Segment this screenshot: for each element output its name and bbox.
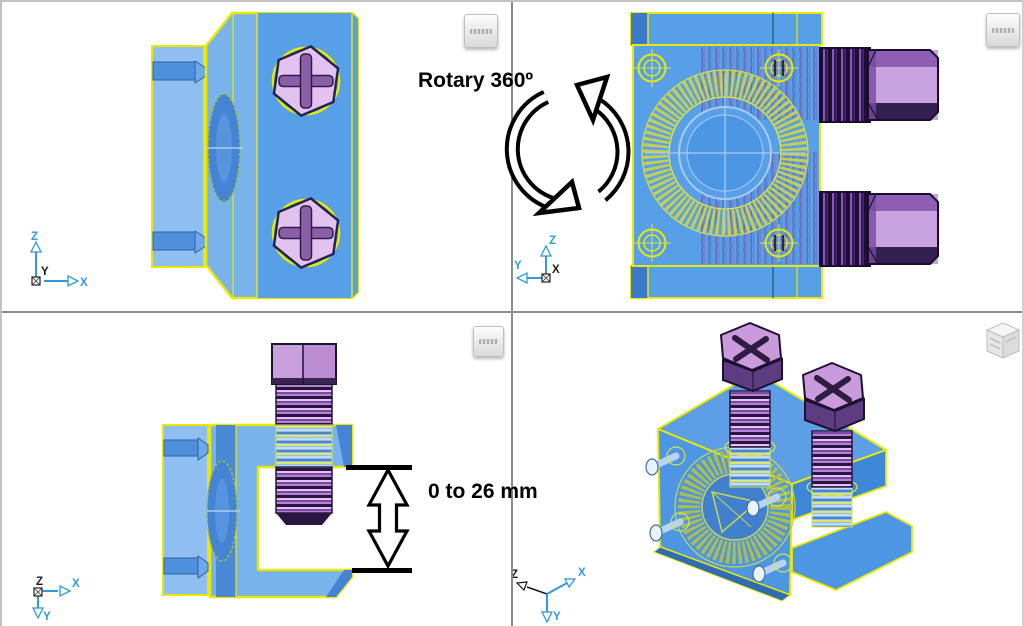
axis-label-z: Z	[513, 569, 518, 581]
clamp-body-rear-view	[630, 12, 939, 299]
canvas-edge-top	[0, 0, 1024, 2]
hex-screw-head-bottom	[271, 197, 341, 269]
axis-label-z: Z	[31, 231, 38, 243]
canvas-edge-right	[1022, 0, 1024, 626]
slab-bolt-channel	[152, 60, 207, 254]
ucs-axis-icon: Z X Y	[513, 567, 586, 624]
corner-pins-iso	[645, 446, 793, 583]
threaded-boss-profile	[206, 93, 243, 203]
hex-screw-iso	[802, 362, 865, 528]
hex-screw-iso	[720, 322, 783, 488]
viewport-top-left-side-view[interactable]: Z X Y	[0, 0, 511, 311]
view-face-button-bottom-left[interactable]	[473, 326, 504, 357]
corner-mount-holes	[633, 49, 798, 262]
axis-label-x: X	[552, 264, 560, 276]
clamp-screw-vertical	[271, 343, 337, 525]
viewcube-iso-button[interactable]	[984, 320, 1022, 364]
ucs-axis-icon: Z X Y	[29, 231, 88, 289]
clamp-body-isometric	[645, 371, 913, 602]
rotation-annotation-label: Rotary 360º	[418, 69, 534, 92]
view-face-button-top-left[interactable]	[464, 14, 498, 48]
rotation-arrows-annotation	[504, 73, 631, 217]
canvas-edge-left	[0, 0, 2, 626]
viewport-bottom-right-isometric-view[interactable]: Z X Y	[513, 313, 1024, 626]
travel-dimension-annotation	[346, 465, 412, 573]
hex-screw-head-top	[271, 45, 341, 117]
view-face-button-text-blur	[470, 28, 492, 34]
axis-label-y: Y	[553, 611, 561, 623]
view-face-button-text-blur	[478, 339, 499, 344]
clamp-body-side-view	[151, 11, 360, 300]
clamp-screw-horizontal	[819, 191, 939, 267]
viewport-top-right-rear-view[interactable]: Z Y X	[513, 0, 1024, 311]
clamp-body-c-section	[162, 423, 354, 599]
travel-annotation-label: 0 to 26 mm	[428, 480, 538, 503]
arrowhead-ccw-icon	[573, 73, 611, 127]
arrowhead-cw-icon	[532, 177, 582, 217]
axis-label-y: Y	[43, 611, 51, 623]
axis-label-z: Z	[36, 576, 43, 588]
axis-label-x: X	[578, 567, 586, 579]
view-face-button-top-right[interactable]	[986, 13, 1020, 47]
clamp-screw-horizontal	[819, 47, 939, 123]
axis-label-z: Z	[549, 235, 556, 247]
view-face-button-text-blur	[992, 27, 1014, 33]
viewport-divider-vertical[interactable]	[511, 0, 513, 626]
axis-label-y: Y	[41, 266, 49, 278]
axis-label-x: X	[72, 578, 80, 590]
threaded-bore-gear-ring	[641, 69, 809, 237]
viewport-bottom-left-section-view[interactable]: Z X Y	[0, 313, 511, 626]
viewport-divider-horizontal[interactable]	[0, 311, 1024, 313]
axis-label-y: Y	[514, 260, 522, 272]
ucs-axis-icon: Z Y X	[514, 235, 560, 285]
ucs-axis-icon: Z X Y	[31, 576, 80, 623]
axis-label-x: X	[80, 277, 88, 289]
threaded-boss-profile	[206, 460, 240, 562]
